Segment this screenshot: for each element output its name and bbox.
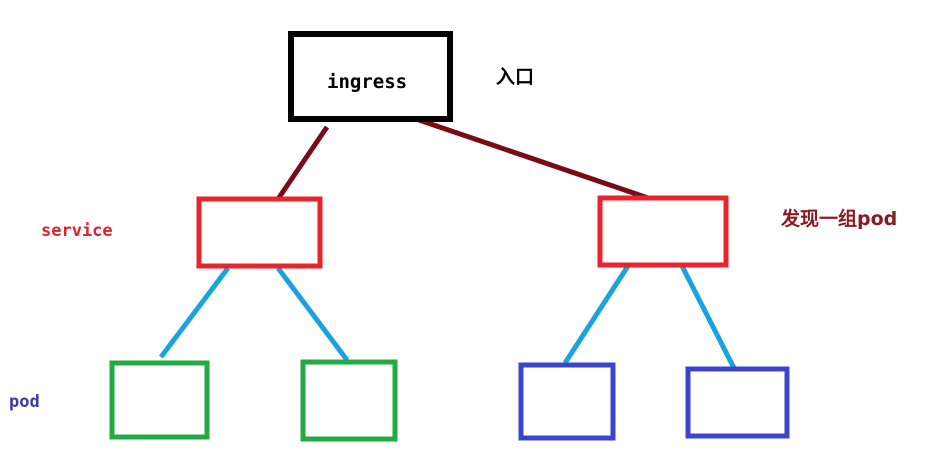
service-label: service	[41, 221, 113, 241]
ingress-annotation: 入口	[496, 66, 535, 88]
edge-right-service-to-pod-2	[679, 264, 737, 370]
edge-ingress-to-right-service	[418, 117, 649, 201]
pod-box-right-2	[685, 366, 790, 439]
ingress-label: ingress	[327, 71, 408, 93]
pod-box-left-2	[300, 359, 398, 442]
service-box-right	[597, 195, 729, 268]
service-box-left	[196, 196, 323, 269]
edge-left-service-to-pod-2	[276, 266, 349, 362]
pod-box-right-1	[518, 362, 616, 441]
edge-right-service-to-pod-1	[562, 264, 631, 365]
pod-label: pod	[9, 392, 40, 412]
pod-box-left-1	[109, 360, 210, 440]
edge-ingress-to-left-service	[275, 125, 330, 201]
edge-left-service-to-pod-1	[159, 266, 230, 359]
service-annotation: 发现一组pod	[781, 208, 898, 230]
ingress-box	[288, 31, 453, 122]
